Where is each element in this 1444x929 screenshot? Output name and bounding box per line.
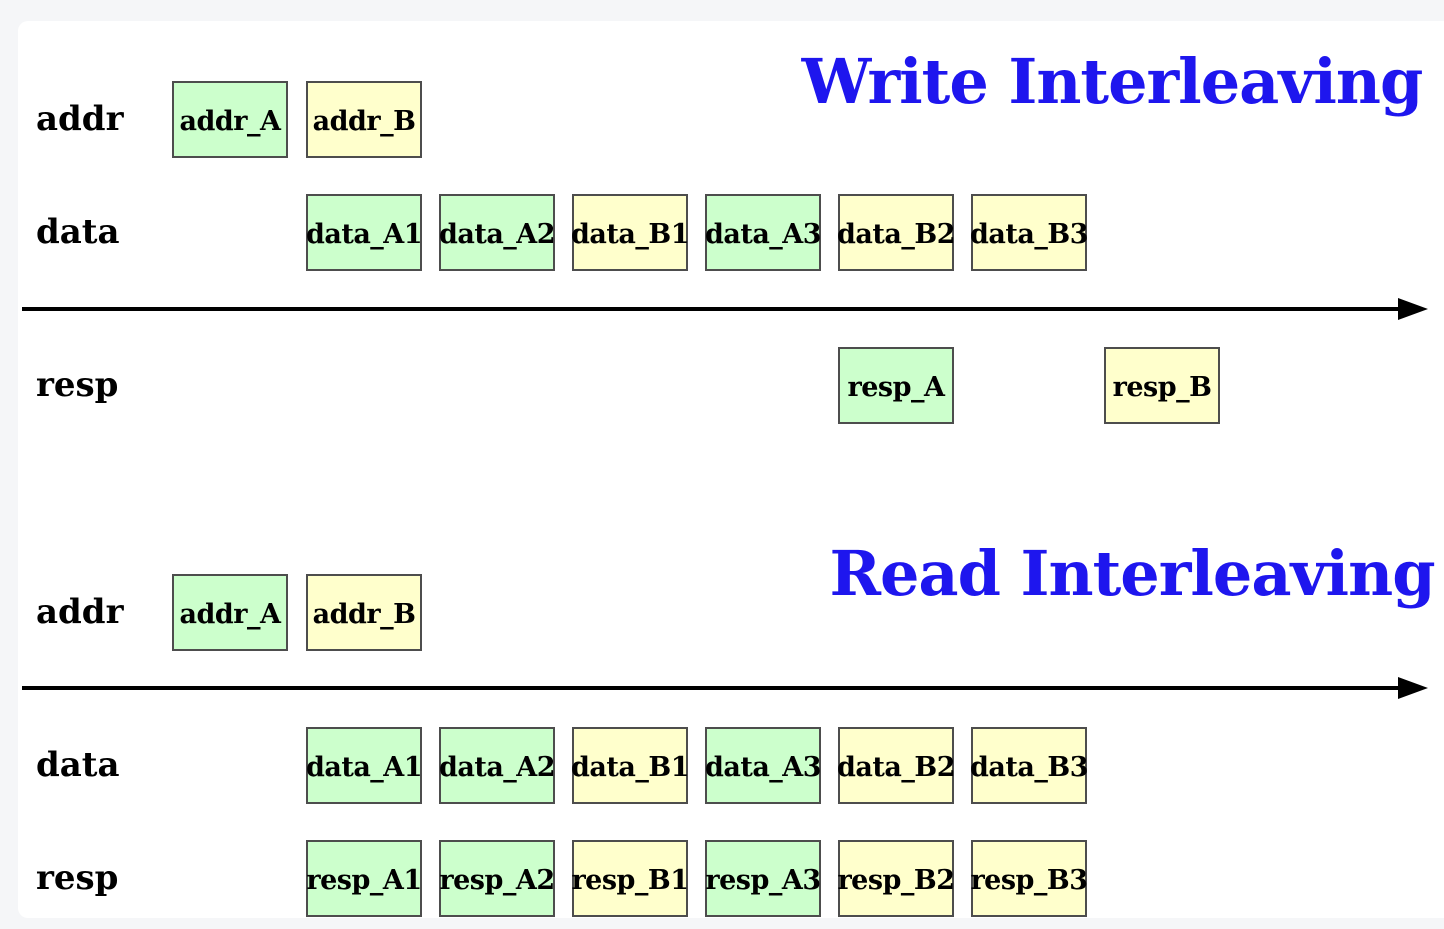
arrow-line: [22, 307, 1402, 311]
arrowhead-icon: [1398, 677, 1428, 699]
box-write-resp_B: resp_B: [1104, 347, 1220, 424]
box-read-addr_B: addr_B: [306, 574, 422, 651]
read-addr-row-label: addr: [36, 592, 124, 632]
box-read-resp_A1: resp_A1: [306, 840, 422, 917]
write-data-row-label: data: [36, 212, 120, 252]
read-interleaving-title: Read Interleaving: [829, 537, 1435, 610]
box-write-data_B3: data_B3: [970, 194, 1088, 271]
box-write-data_A2: data_A2: [439, 194, 556, 271]
box-write-resp_A: resp_A: [838, 347, 954, 424]
box-write-data_A1: data_A1: [306, 194, 423, 271]
box-read-resp_A2: resp_A2: [439, 840, 555, 917]
box-read-data_B2: data_B2: [837, 727, 955, 804]
box-read-data_B3: data_B3: [970, 727, 1088, 804]
write-timeline-arrow: [22, 298, 1428, 320]
box-read-data_A2: data_A2: [439, 727, 556, 804]
box-read-data_A3: data_A3: [705, 727, 822, 804]
box-write-data_B1: data_B1: [571, 194, 689, 271]
box-read-resp_B1: resp_B1: [571, 840, 689, 917]
write-interleaving-title: Write Interleaving: [801, 45, 1424, 118]
read-resp-row-label: resp: [36, 858, 119, 898]
box-write-data_A3: data_A3: [705, 194, 822, 271]
box-read-resp_B3: resp_B3: [970, 840, 1088, 917]
box-read-data_A1: data_A1: [306, 727, 423, 804]
box-read-data_B1: data_B1: [571, 727, 689, 804]
arrow-line: [22, 686, 1402, 690]
box-read-resp_A3: resp_A3: [705, 840, 821, 917]
box-write-addr_A: addr_A: [172, 81, 288, 158]
box-write-addr_B: addr_B: [306, 81, 422, 158]
read-data-row-label: data: [36, 745, 120, 785]
read-timeline-arrow: [22, 677, 1428, 699]
box-write-data_B2: data_B2: [837, 194, 955, 271]
box-read-resp_B2: resp_B2: [837, 840, 955, 917]
arrowhead-icon: [1398, 298, 1428, 320]
write-addr-row-label: addr: [36, 99, 124, 139]
write-resp-row-label: resp: [36, 365, 119, 405]
box-read-addr_A: addr_A: [172, 574, 288, 651]
